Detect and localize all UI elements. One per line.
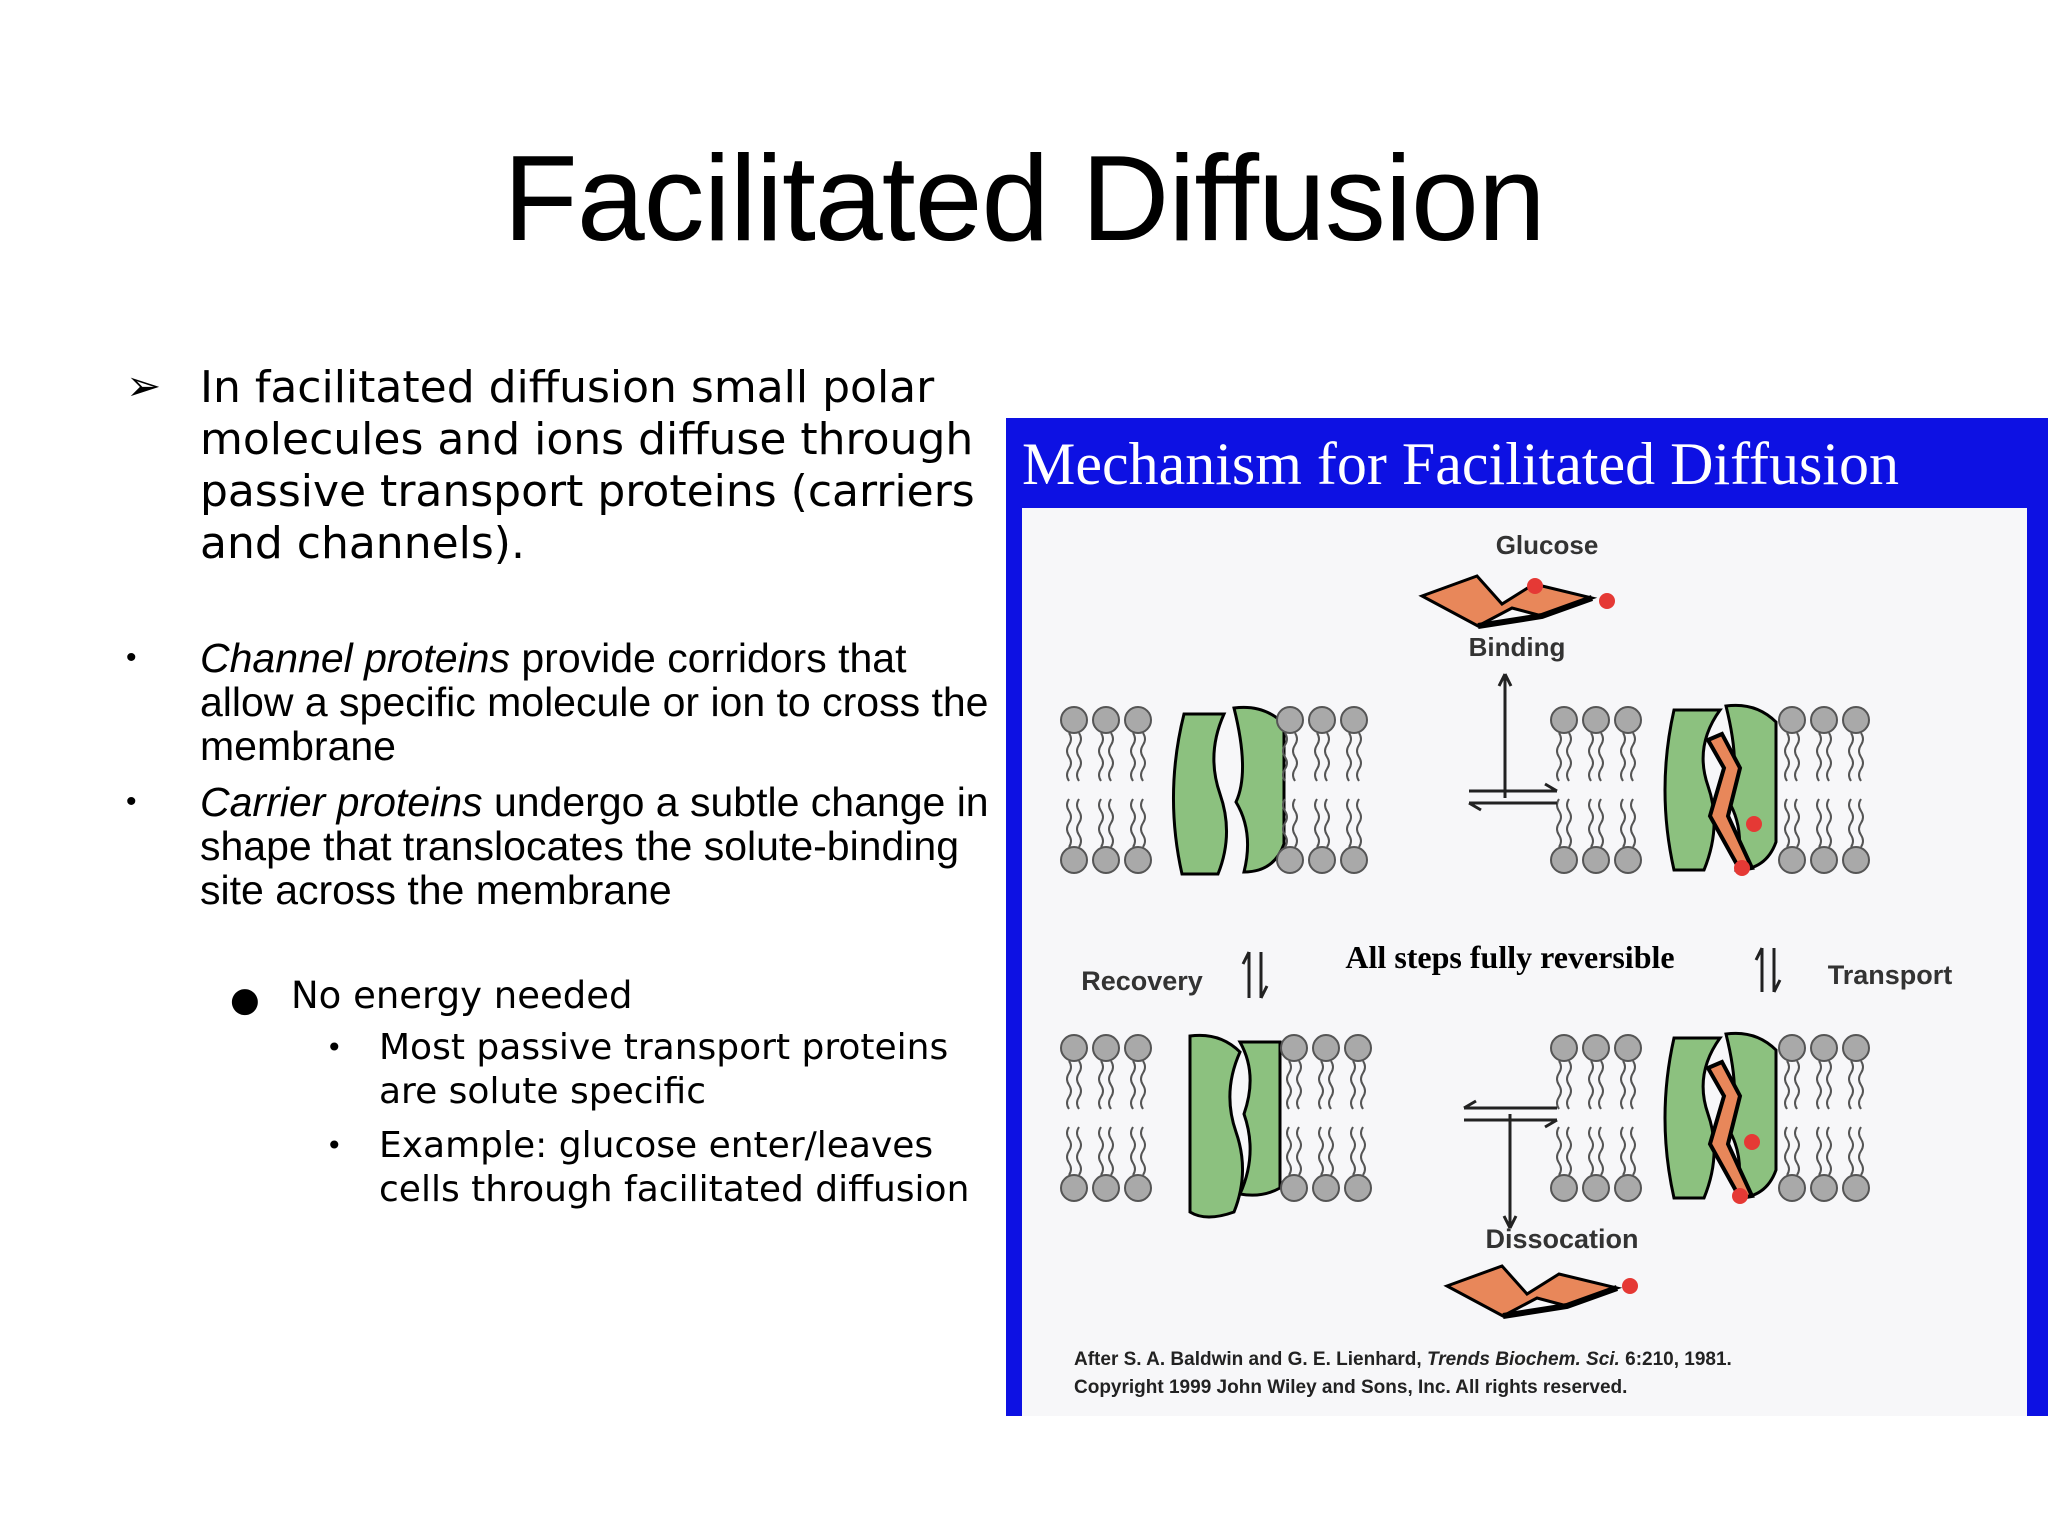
label-dissociation: Dissocation <box>1485 1224 1638 1254</box>
arrow-bullet-icon: ➢ <box>126 361 162 410</box>
bullet-channel-emphasis: Channel proteins <box>200 635 510 681</box>
mechanism-figure: Mechanism for Facilitated Diffusion <box>1006 418 2048 1416</box>
bullet-main: ➢ In facilitated diffusion small polar m… <box>126 361 1006 570</box>
figure-title: Mechanism for Facilitated Diffusion <box>1022 431 1900 497</box>
bullet-dot-icon: • <box>326 1031 343 1064</box>
mechanism-diagram: Glucose Binding All steps fully reversib… <box>1022 530 1953 1416</box>
membrane-state-bottom-left <box>1061 1033 1371 1219</box>
membrane-state-bottom-right <box>1551 1031 1869 1204</box>
credit-line-1: After S. A. Baldwin and G. E. Lienhard, … <box>1074 1349 1732 1370</box>
free-glucose-bottom <box>1447 1266 1638 1316</box>
bullet-channel: • Channel proteins provide corridors tha… <box>126 636 1006 768</box>
bullet-carrier: • Carrier proteins undergo a subtle chan… <box>126 780 1006 912</box>
label-recovery: Recovery <box>1081 966 1203 996</box>
bullet-main-text: In facilitated diffusion small polar mol… <box>200 362 975 569</box>
label-transport: Transport <box>1828 960 1953 990</box>
filled-circle-bullet-icon: ● <box>230 980 260 1020</box>
bullet-energy-text: No energy needed <box>291 974 633 1017</box>
slide-body: ➢ In facilitated diffusion small polar m… <box>126 361 1006 1212</box>
bullet-channel-text: provide corridors that allow a specific … <box>200 635 989 769</box>
bullet-dot-icon: • <box>126 641 137 674</box>
label-glucose: Glucose <box>1496 530 1599 560</box>
free-glucose-top <box>1422 576 1615 626</box>
figure-panel: Glucose Binding All steps fully reversib… <box>1022 508 2027 1416</box>
bullet-dot-icon: • <box>126 785 137 818</box>
sub-bullet-example-text: Example: glucose enter/leaves cells thro… <box>379 1125 970 1210</box>
bullet-carrier-emphasis: Carrier proteins <box>200 779 483 825</box>
sub-bullet-example: • Example: glucose enter/leaves cells th… <box>126 1124 1006 1212</box>
bullet-energy: ● No energy needed <box>126 974 1006 1020</box>
credit-line-2: Copyright 1999 John Wiley and Sons, Inc.… <box>1074 1377 1628 1398</box>
membrane-state-top-right <box>1551 703 1869 876</box>
figure-credit: After S. A. Baldwin and G. E. Lienhard, … <box>1074 1346 1732 1402</box>
slide-title: Facilitated Diffusion <box>503 130 1545 266</box>
membrane-state-top-left <box>1061 705 1367 876</box>
bullet-dot-icon: • <box>326 1129 343 1162</box>
sub-bullet-specific-text: Most passive transport proteins are solu… <box>379 1027 949 1112</box>
equilibrium-arrows <box>1241 673 1782 1229</box>
label-reversible: All steps fully reversible <box>1345 939 1674 975</box>
bullet-carrier-text: undergo a subtle change in shape that tr… <box>200 779 989 913</box>
sub-bullet-specific: • Most passive transport proteins are so… <box>126 1026 1006 1114</box>
label-binding: Binding <box>1469 632 1566 662</box>
